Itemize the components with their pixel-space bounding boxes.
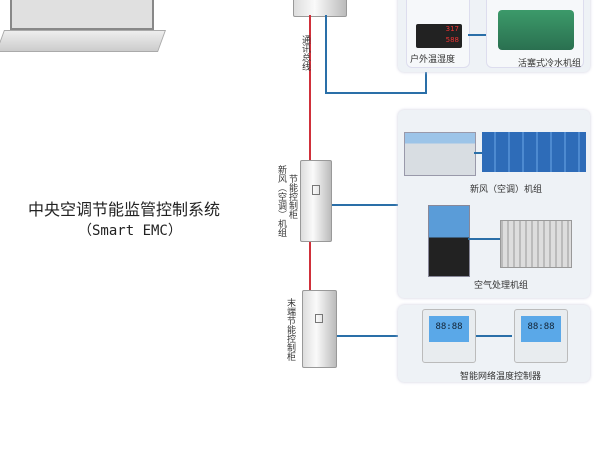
link-line <box>336 335 398 337</box>
outdoor-sensor: 317 588 <box>416 24 462 48</box>
fresh-air-control-cabinet <box>300 160 332 242</box>
laptop <box>0 0 167 52</box>
terminal-cabinet-label: 末端节能控制柜 <box>285 298 295 361</box>
cabinet-label-a: 节能控制柜 <box>287 174 297 219</box>
link-line <box>325 92 427 94</box>
air-handler-label: 空气处理机组 <box>474 281 529 291</box>
link-line <box>325 15 327 93</box>
fresh-air-unit-label: 新风（空调）机组 <box>470 185 543 195</box>
thermostat[interactable]: 88:88 <box>422 309 476 363</box>
terminal-control-cabinet <box>302 290 337 368</box>
vertical-air-handler <box>428 205 470 277</box>
bus-line <box>309 15 311 161</box>
link-line <box>332 204 398 206</box>
panel-air-units: 新风（空调）机组 空气处理机组 <box>398 110 590 298</box>
sensor-humidity: 588 <box>445 36 459 44</box>
chiller-label: 活塞式冷水机组 <box>518 59 582 69</box>
fresh-air-unit <box>404 132 476 176</box>
panel-thermostats: 88:88 88:88 智能网络温度控制器 <box>398 305 590 382</box>
thermostat-label: 智能网络温度控制器 <box>460 372 542 382</box>
panel-chiller: 317 588 户外温湿度 活塞式冷水机组 <box>398 0 590 72</box>
link-line <box>425 70 427 94</box>
sensor-temp: 317 <box>445 25 459 33</box>
top-control-cabinet <box>293 0 347 17</box>
air-handler-unit <box>500 220 572 268</box>
chiller-unit <box>498 10 574 50</box>
system-title: 中央空调节能监管控制系统 <box>28 200 221 219</box>
large-air-unit <box>482 132 586 172</box>
thermostat-display: 88:88 <box>521 316 561 342</box>
thermostat-display: 88:88 <box>429 316 469 342</box>
thermostat[interactable]: 88:88 <box>514 309 568 363</box>
bus-label: 通讯总线 <box>300 35 310 71</box>
outdoor-sensor-label: 户外温湿度 <box>410 55 456 65</box>
cabinet-label-b: 新风（空调）机组 <box>276 165 286 237</box>
system-subtitle: （Smart EMC） <box>78 223 182 239</box>
bus-line <box>309 240 311 292</box>
